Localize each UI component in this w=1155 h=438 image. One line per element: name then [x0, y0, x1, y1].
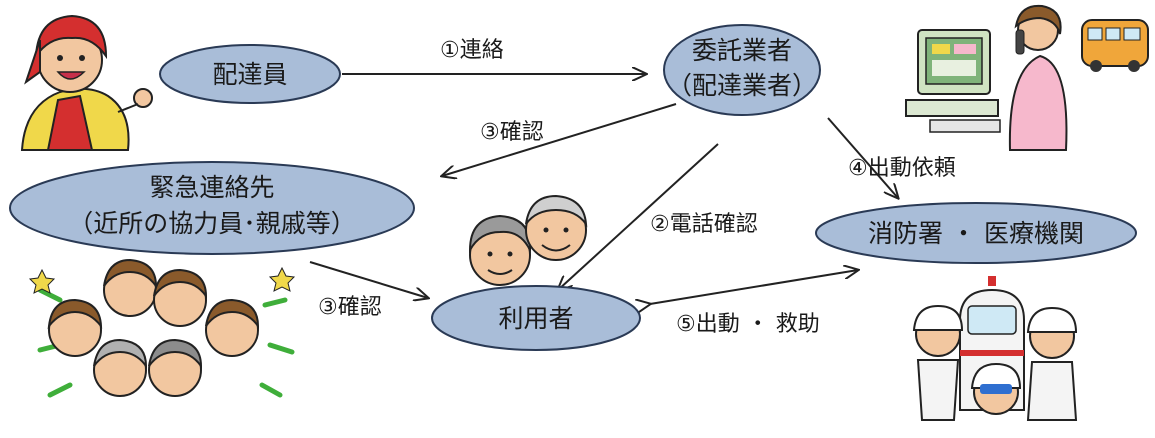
node-fire-medical: 消防署 ・ 医療機関 [815, 202, 1137, 264]
node-delivery: 配達員 [159, 44, 341, 104]
operator-at-computer-icon [905, 4, 1149, 151]
node-emergency-contact: 緊急連絡先 （近所の協力員･親戚等） [9, 161, 415, 255]
edge-dispatch-request-arrow [827, 117, 898, 198]
edges [309, 74, 898, 304]
edge-label-rescue: ⑤出動 ・ 救助 [676, 312, 820, 337]
family-group-icon [28, 258, 296, 398]
node-user: 利用者 [431, 285, 641, 351]
edge-confirm-top-arrow [442, 103, 677, 176]
node-emergency-line2: （近所の協力員･親戚等） [68, 209, 356, 238]
edge-label-confirm-bottom: ③確認 [318, 295, 382, 320]
delivery-worker-icon [20, 14, 153, 151]
node-emergency-line1: 緊急連絡先 [149, 173, 274, 202]
node-fire-label: 消防署 ・ 医療機関 [868, 219, 1084, 248]
node-contractor: 委託業者 （配達業者） [663, 24, 821, 116]
edge-label-dispatch-request: ④出動依頼 [848, 156, 956, 181]
edge-label-contact: ①連絡 [440, 38, 504, 63]
node-contractor-line2: （配達業者） [667, 71, 817, 100]
node-delivery-label: 配達員 [212, 60, 287, 89]
edge-label-phone-confirm: ②電話確認 [650, 212, 758, 237]
rescue-team-ambulance-icon [912, 276, 1078, 421]
edge-phone-confirm-arrow [558, 143, 719, 290]
node-contractor-line1: 委託業者 [692, 36, 792, 65]
edge-rescue-arrow [650, 270, 858, 304]
edge-confirm-bottom-arrow [309, 261, 428, 298]
elderly-couple-icon [468, 194, 588, 286]
node-user-label: 利用者 [498, 304, 573, 333]
edge-label-confirm-top: ③確認 [480, 120, 544, 145]
